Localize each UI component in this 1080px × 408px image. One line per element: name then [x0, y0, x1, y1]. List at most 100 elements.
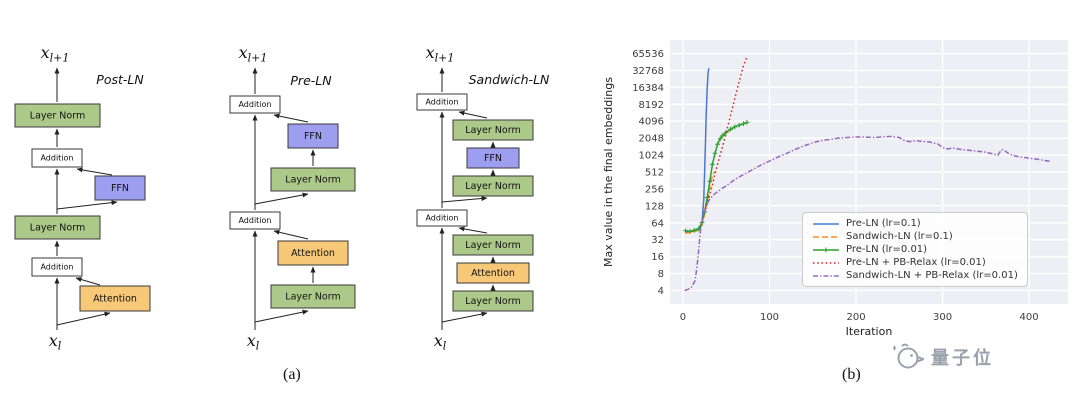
legend-label: Pre-LN (lr=0.01) — [846, 244, 928, 255]
stability-chart-svg: 4816326412825651210242048409681921638432… — [602, 40, 1068, 338]
addition-box — [31, 148, 83, 168]
wire-ffn-to-addition — [273, 113, 309, 123]
x-tick-label: 400 — [1020, 312, 1039, 323]
y-tick-label: 16384 — [632, 83, 664, 94]
layer-norm-label: Layer Norm — [465, 125, 520, 136]
series-marker — [736, 122, 742, 128]
legend-line-sample — [813, 235, 839, 238]
addition-label: Addition — [425, 98, 458, 107]
wire-attention-to-addition — [75, 277, 101, 286]
series-marker — [712, 150, 718, 156]
legend-item: Sandwich-LN + PB-Relax (lr=0.01) — [812, 270, 1018, 281]
y-tick-label: 512 — [645, 168, 664, 179]
series-marker — [710, 162, 715, 167]
wire-layernorm-to-addition — [458, 226, 488, 234]
panel-b-label: (b) — [842, 366, 861, 383]
layer-norm-box — [14, 215, 101, 240]
series-marker — [687, 229, 693, 234]
addition-box — [229, 95, 281, 114]
pre-ln-diagram: xl+1 Pre-LN Addition FFN Layer Norm Addi… — [229, 43, 356, 353]
sandwich-ln-diagram: xl+1 Sandwich-LN Addition Layer Norm FFN… — [416, 43, 550, 353]
layer-norm-box — [270, 284, 356, 309]
y-tick-label: 32 — [651, 235, 664, 246]
series-marker — [683, 228, 688, 234]
legend-line-sample — [813, 222, 839, 225]
y-tick-label: 8192 — [639, 100, 664, 111]
ffn-label: FFN — [484, 153, 502, 164]
x-tick-label: 100 — [760, 312, 779, 323]
var-x-lplus1: xl+1 — [41, 43, 70, 65]
attention-box — [456, 262, 530, 284]
y-tick-label: 64 — [651, 218, 664, 229]
wire-attention-to-addition — [273, 229, 309, 240]
y-tick-label: 8 — [658, 269, 664, 280]
ffn-box — [94, 175, 146, 201]
diagram-title: Post-LN — [96, 72, 144, 87]
addition-label: Addition — [425, 214, 458, 223]
watermark-text: 量子位 — [931, 348, 994, 369]
attention-box — [277, 240, 349, 266]
var-x-l: xl — [49, 331, 62, 353]
layer-norm-label: Layer Norm — [285, 175, 340, 186]
wire-ffn-to-addition — [76, 167, 113, 176]
addition-label: Addition — [40, 154, 73, 163]
y-tick-label: 4 — [658, 286, 664, 297]
wire-to-layernorm — [254, 309, 309, 323]
layer-norm-box — [452, 234, 534, 256]
wire-to-ffn — [56, 200, 118, 210]
layer-norm-label: Layer Norm — [465, 240, 520, 251]
series-marker — [720, 132, 726, 138]
y-tick-label: 128 — [645, 201, 664, 212]
y-tick-label: 1024 — [639, 151, 664, 162]
layer-norm-box — [14, 103, 101, 128]
legend-item: Pre-LN + PB-Relax (lr=0.01) — [812, 257, 1018, 268]
diagram-title: Pre-LN — [290, 73, 332, 88]
legend-label: Pre-LN + PB-Relax (lr=0.01) — [846, 257, 986, 268]
layer-norm-box — [270, 167, 356, 192]
ffn-box — [287, 123, 339, 149]
x-tick-label: 200 — [846, 312, 865, 323]
var-x-l: xl — [247, 331, 260, 353]
layer-norm-label: Layer Norm — [285, 292, 340, 303]
x-axis-label: Iteration — [846, 325, 893, 338]
attention-box — [79, 285, 151, 312]
legend-label: Pre-LN (lr=0.1) — [846, 218, 921, 229]
addition-label: Addition — [238, 100, 271, 109]
series-marker — [732, 124, 738, 130]
legend-label: Sandwich-LN (lr=0.1) — [846, 231, 953, 242]
y-axis-label: Max value in the final embeddings — [602, 77, 615, 267]
y-tick-label: 32768 — [632, 66, 664, 77]
y-tick-label: 2048 — [639, 134, 664, 145]
wire-to-attention — [56, 311, 111, 326]
layer-norm-box — [452, 175, 534, 197]
addition-box — [229, 211, 281, 230]
series-marker — [741, 121, 746, 127]
ffn-label: FFN — [304, 131, 322, 142]
ffn-box — [466, 147, 520, 169]
var-x-lplus1: xl+1 — [426, 43, 455, 65]
attention-label: Attention — [291, 248, 335, 259]
series-line-4 — [684, 135, 1051, 292]
series-marker — [728, 126, 733, 132]
series-marker — [704, 195, 710, 200]
series-marker — [744, 120, 750, 125]
addition-label: Addition — [40, 263, 73, 272]
ffn-label: FFN — [111, 183, 129, 194]
legend-label: Sandwich-LN + PB-Relax (lr=0.01) — [846, 270, 1018, 281]
layer-norm-label: Layer Norm — [30, 223, 85, 234]
x-tick-label: 300 — [933, 312, 952, 323]
wire-to-layernorm — [441, 195, 488, 203]
addition-label: Addition — [238, 216, 271, 225]
addition-box — [416, 209, 468, 227]
wire-to-layernorm — [254, 192, 309, 205]
legend-line-sample — [813, 274, 839, 277]
panel-a-label: (a) — [283, 366, 301, 383]
attention-label: Attention — [471, 268, 515, 279]
legend-line-sample — [813, 247, 839, 252]
series-marker — [691, 227, 697, 233]
legend-item: Pre-LN (lr=0.01) — [812, 244, 1018, 255]
y-tick-label: 65536 — [632, 49, 664, 60]
wire-to-layernorm — [441, 311, 488, 323]
var-x-lplus1: xl+1 — [239, 43, 268, 65]
